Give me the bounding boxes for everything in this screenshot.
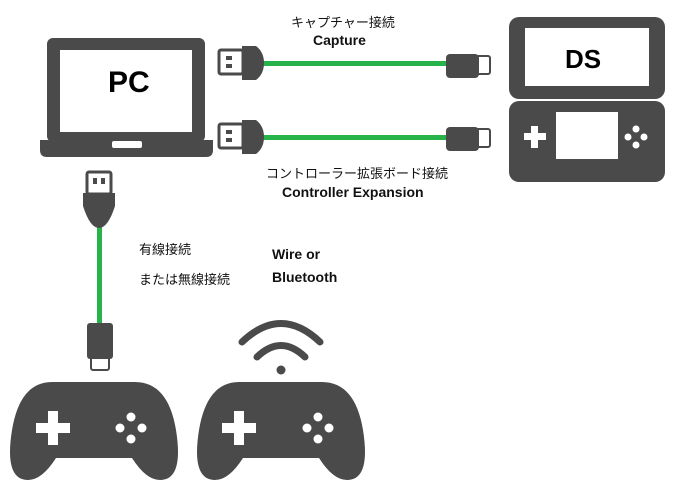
usb-plug-icon <box>217 120 264 154</box>
ds-console-icon <box>509 17 665 182</box>
gamepad-icon <box>197 382 365 480</box>
laptop-icon <box>40 38 213 157</box>
wire-en-line2: Bluetooth <box>272 269 338 285</box>
wire-jp-line2: または無線接続 <box>139 273 231 288</box>
capture-jp-label: キャプチャー接続 <box>291 16 395 31</box>
capture-cable <box>217 46 491 80</box>
ds-label: DS <box>565 44 602 74</box>
usb-plug-icon <box>217 46 264 80</box>
controller-expansion-cable <box>217 120 491 154</box>
wireless-signal-icon <box>238 320 324 375</box>
controller-en-label: Controller Expansion <box>282 184 424 200</box>
gamepad-icon <box>10 382 178 480</box>
wired-cable <box>83 170 115 371</box>
pc-label: PC <box>108 66 150 99</box>
wire-en-line1: Wire or <box>272 246 321 262</box>
usb-plug-icon <box>83 170 115 228</box>
capture-en-label: Capture <box>313 32 366 48</box>
wire-jp-line1: 有線接続 <box>139 243 192 258</box>
controller-jp-label: コントローラー拡張ボード接続 <box>266 167 449 182</box>
